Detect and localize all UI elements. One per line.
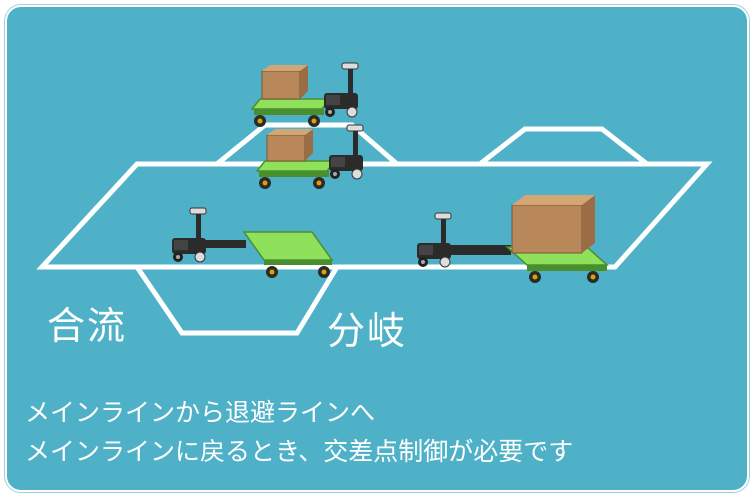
- agv-with-box-top-upper: [250, 62, 359, 127]
- agv-with-large-box: [416, 195, 609, 283]
- top-siding-track: [215, 122, 399, 166]
- main-track-outline: [36, 161, 713, 270]
- diagram-panel: 合流 分岐 メインラインから退避ラインへ メインラインに戻るとき、交差点制御が必…: [5, 5, 749, 492]
- caption-line-2: メインラインに戻るとき、交差点制御が必要です: [25, 437, 574, 466]
- bottom-siding-track: [134, 265, 340, 336]
- caption-line-1: メインラインから退避ラインへ: [25, 398, 376, 427]
- track-layout-diagram: [36, 62, 713, 336]
- merge-label: 合流: [47, 304, 128, 348]
- branch-label: 分岐: [327, 309, 408, 353]
- right-siding-track: [478, 126, 649, 166]
- agv-with-empty-cart: [171, 207, 334, 278]
- agv-with-box-top-lower: [255, 124, 364, 189]
